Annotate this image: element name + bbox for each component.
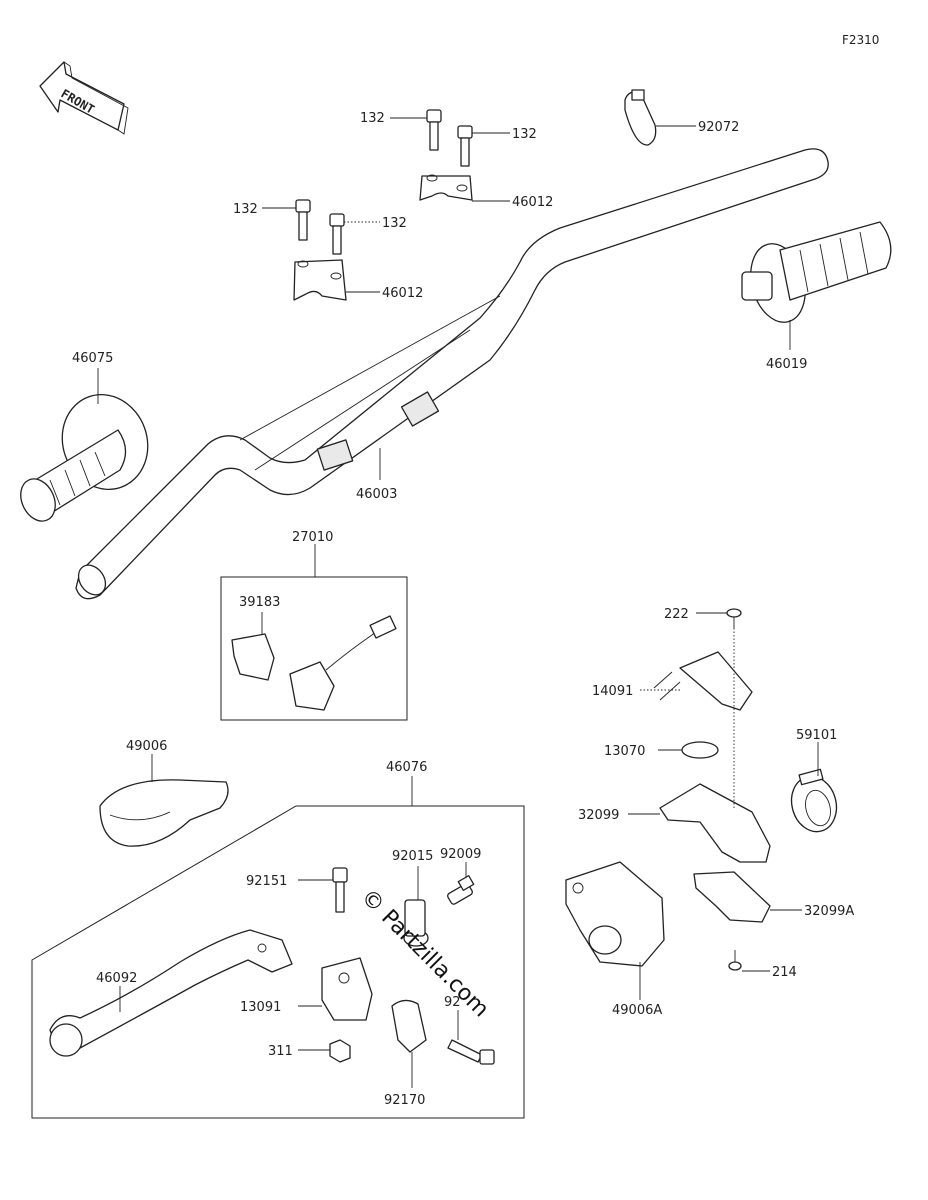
band-clamp <box>624 89 657 146</box>
label-92072: 92072 <box>698 120 739 135</box>
label-92170: 92170 <box>384 1093 425 1108</box>
label-92: 92 <box>444 995 461 1010</box>
front-arrow-icon: FRONT <box>39 61 129 135</box>
upper-clamp-right <box>419 174 473 201</box>
label-92151: 92151 <box>246 874 287 889</box>
bolt-132 <box>457 125 473 167</box>
label-49006: 49006 <box>126 739 167 754</box>
label-311: 311 <box>268 1044 293 1059</box>
throttle-pulley-59101 <box>790 768 838 833</box>
label-132: 132 <box>233 202 258 217</box>
switch-assembly-box <box>220 576 408 721</box>
throttle-housing-32099A <box>693 871 771 923</box>
label-27010: 27010 <box>292 530 333 545</box>
label-13091: 13091 <box>240 1000 281 1015</box>
label-46092: 46092 <box>96 971 137 986</box>
label-46012: 46012 <box>382 286 423 301</box>
label-92015: 92015 <box>392 849 433 864</box>
leader-lines <box>97 117 819 1088</box>
clutch-lever <box>49 929 293 1057</box>
figure-code: F2310 <box>842 33 879 47</box>
label-214: 214 <box>772 965 797 980</box>
label-132: 132 <box>360 111 385 126</box>
throttle-cover-14091 <box>653 651 753 711</box>
bolt-92151 <box>332 867 348 913</box>
left-grip <box>20 394 149 522</box>
label-46076: 46076 <box>386 760 427 775</box>
label-46003: 46003 <box>356 487 397 502</box>
bolt-92 <box>447 1039 495 1065</box>
clamp-92170 <box>391 999 427 1053</box>
throttle-housing-32099 <box>659 628 771 863</box>
label-46075: 46075 <box>72 351 113 366</box>
label-132: 132 <box>382 216 407 231</box>
adjuster-92009 <box>447 875 475 905</box>
kill-switch <box>289 615 397 711</box>
adjuster-92015 <box>403 899 429 947</box>
bolt-132 <box>426 109 442 151</box>
nut-311 <box>329 1039 351 1063</box>
lever-holder <box>321 957 373 1021</box>
label-132: 132 <box>512 127 537 142</box>
label-39183: 39183 <box>239 595 280 610</box>
lever-assembly-box <box>31 805 525 1119</box>
label-92009: 92009 <box>440 847 481 862</box>
label-222: 222 <box>664 607 689 622</box>
bolt-132 <box>329 213 345 255</box>
label-32099A: 32099A <box>804 904 854 919</box>
label-49006A: 49006A <box>612 1003 662 1018</box>
bracket-49006A <box>565 861 665 967</box>
screw-214 <box>728 950 742 971</box>
label-13070: 13070 <box>604 744 645 759</box>
handlebar <box>75 148 829 600</box>
upper-clamp-left <box>293 259 347 301</box>
bolt-132 <box>295 199 311 241</box>
label-59101: 59101 <box>796 728 837 743</box>
right-grip <box>741 221 892 323</box>
switch-clamp <box>231 633 275 681</box>
screw-222 <box>726 608 742 628</box>
label-46019: 46019 <box>766 357 807 372</box>
ring-13070 <box>681 741 719 759</box>
label-14091: 14091 <box>592 684 633 699</box>
lever-cover <box>99 779 229 847</box>
label-46012: 46012 <box>512 195 553 210</box>
label-32099: 32099 <box>578 808 619 823</box>
